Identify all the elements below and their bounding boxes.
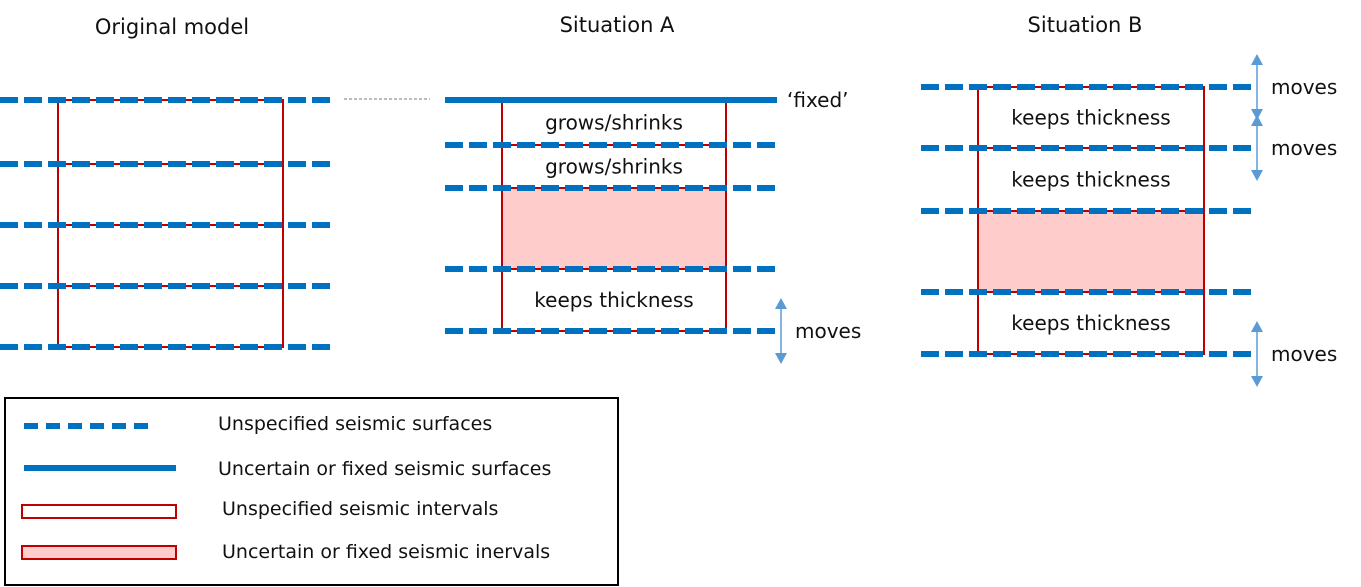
surface-annotation: moves	[1271, 342, 1337, 366]
unspecified-interval	[57, 224, 284, 287]
arrow-up-icon	[1251, 321, 1263, 332]
panel-situation-b: keeps thickness keeps thickness keeps thic…	[921, 54, 1337, 387]
panel-title-original: Original model	[95, 15, 249, 39]
arrow-up-icon	[1251, 54, 1263, 65]
surface-annotation: ‘fixed’	[787, 88, 849, 112]
arrow-up-icon	[1251, 115, 1263, 126]
interval-label: grows/shrinks	[545, 155, 683, 179]
legend-symbol-empty-interval	[21, 504, 177, 519]
arrow-down-icon	[1251, 170, 1263, 181]
uncertain-interval	[977, 210, 1205, 293]
legend-box	[4, 397, 619, 586]
legend-label: Unspecified seismic surfaces	[218, 413, 492, 435]
arrow-down-icon	[775, 353, 787, 364]
surface-annotation: moves	[795, 319, 861, 343]
arrow-down-icon	[1251, 109, 1263, 120]
interval-label: keeps thickness	[1011, 106, 1170, 130]
panel-situation-a: grows/shrinks grows/shrinks keeps thicknes…	[445, 88, 861, 364]
surface-annotation: moves	[1271, 75, 1337, 99]
arrow-up-icon	[775, 298, 787, 309]
interval-label: grows/shrinks	[545, 111, 683, 135]
interval-label: keeps thickness	[1011, 311, 1170, 335]
legend-label: Uncertain or fixed seismic inervals	[222, 541, 550, 563]
legend: Unspecified seismic surfaces Uncertain o…	[4, 397, 619, 586]
panel-title-situation-a: Situation A	[560, 13, 675, 37]
unspecified-interval	[57, 99, 284, 165]
legend-label: Uncertain or fixed seismic surfaces	[218, 458, 551, 480]
unspecified-interval	[57, 163, 284, 226]
interval-label: keeps thickness	[1011, 168, 1170, 192]
uncertain-interval	[501, 187, 727, 270]
panel-original	[0, 97, 334, 350]
panel-title-situation-b: Situation B	[1028, 13, 1143, 37]
surface-annotation: moves	[1271, 136, 1337, 160]
legend-symbol-filled-interval	[21, 545, 177, 560]
arrow-down-icon	[1251, 376, 1263, 387]
legend-label: Unspecified seismic intervals	[222, 498, 498, 520]
interval-label: keeps thickness	[534, 288, 693, 312]
unspecified-interval	[57, 285, 284, 348]
